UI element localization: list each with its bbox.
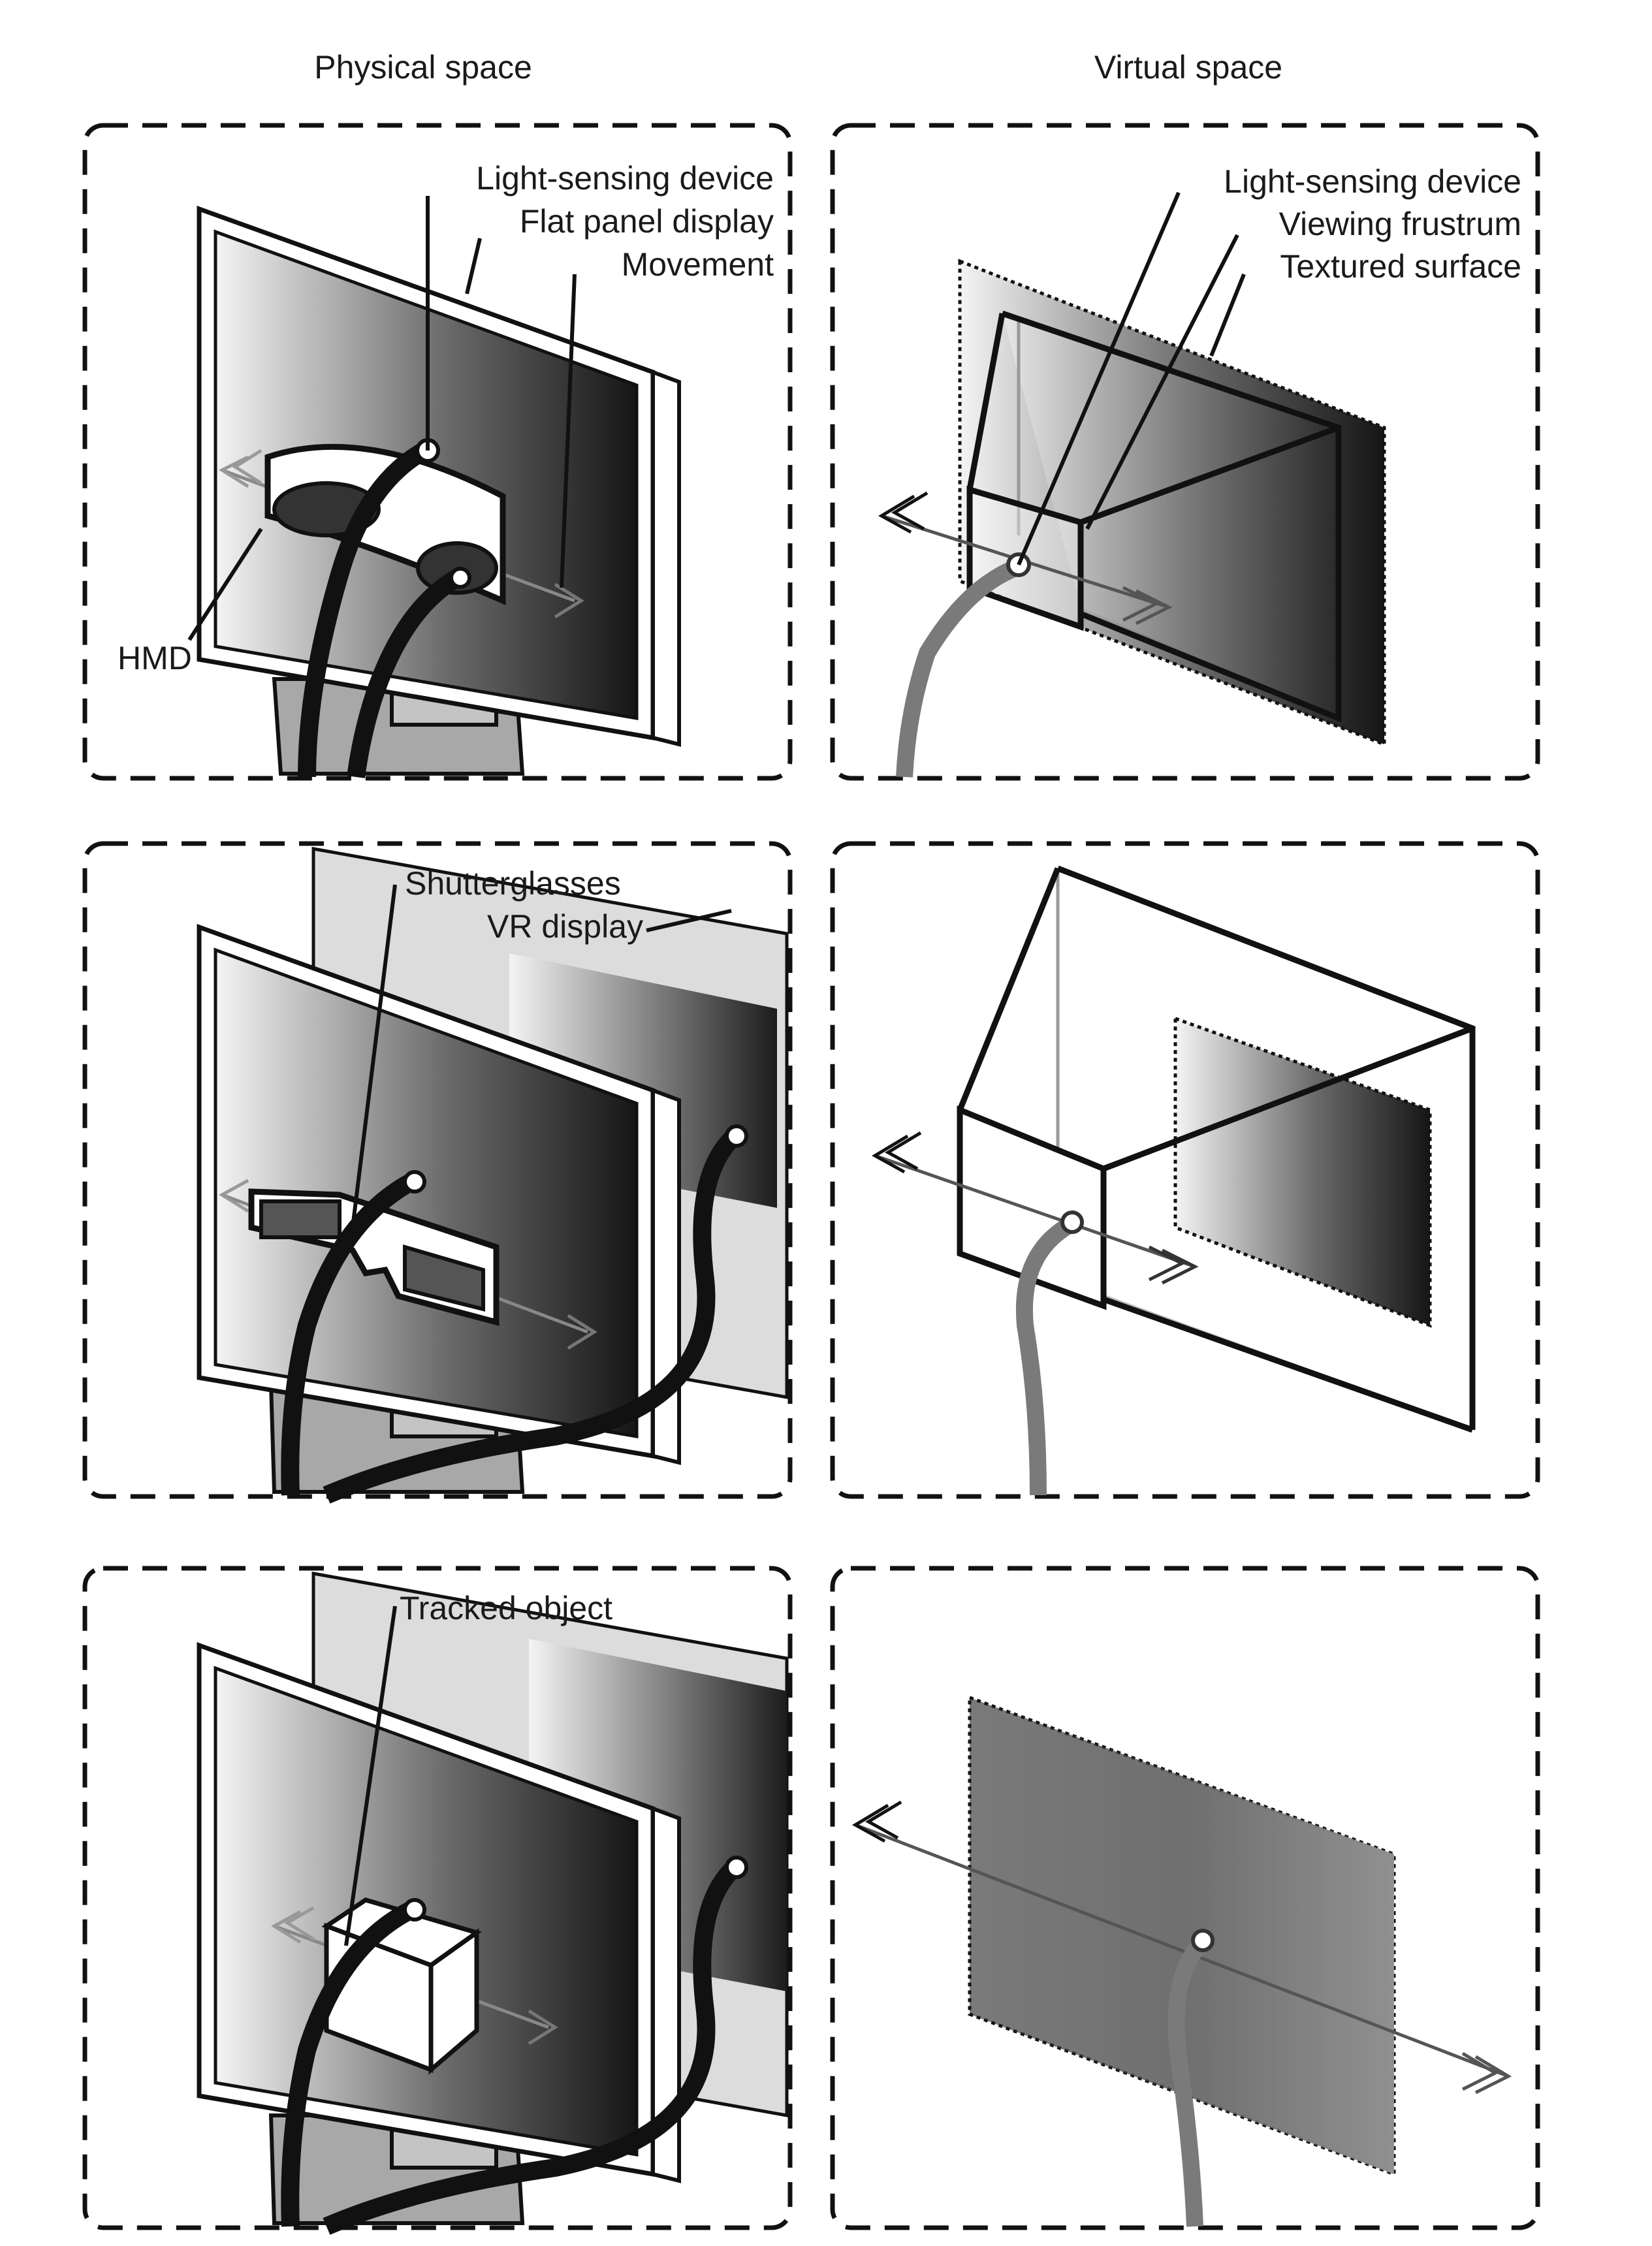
panel-row3-physical: Tracked object — [85, 1568, 790, 2228]
panel-row2-virtual — [833, 844, 1538, 1496]
column-title-virtual: Virtual space — [1094, 49, 1282, 86]
label-textured-surface: Textured surface — [1280, 248, 1521, 285]
panel-row1-physical: Light-sensing device Flat panel display … — [85, 125, 790, 778]
panel-row1-virtual: Light-sensing device Viewing frustrum Te… — [833, 125, 1538, 778]
viewing-frustum — [970, 313, 1339, 718]
label-light-sensing-device: Light-sensing device — [1224, 163, 1521, 200]
panel-row3-virtual — [833, 1568, 1538, 2228]
label-shutterglasses: Shutterglasses — [405, 865, 621, 902]
label-flat-panel-display: Flat panel display — [520, 203, 774, 240]
label-light-sensing-device: Light-sensing device — [476, 160, 774, 197]
label-viewing-frustrum: Viewing frustrum — [1279, 206, 1521, 242]
column-title-physical: Physical space — [314, 49, 532, 86]
label-vr-display: VR display — [487, 908, 643, 945]
label-movement: Movement — [622, 246, 774, 283]
panel-row2-physical: Shutterglasses VR display — [85, 844, 790, 1496]
label-hmd: HMD — [118, 640, 192, 676]
textured-surface — [1175, 1019, 1430, 1325]
label-tracked-object: Tracked object — [400, 1590, 612, 1626]
